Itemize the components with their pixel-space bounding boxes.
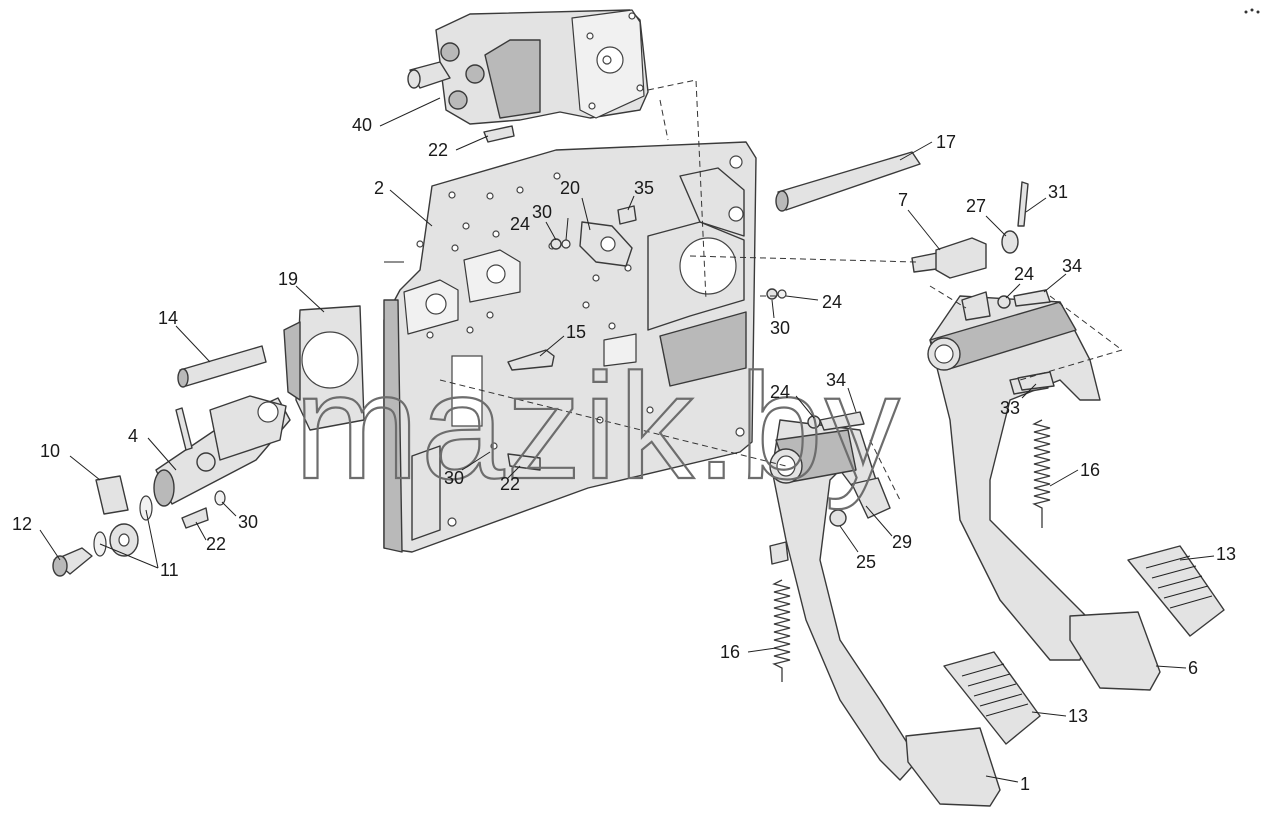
callout-33: 33 bbox=[1000, 398, 1020, 418]
callout-30-cylinder: 30 bbox=[238, 512, 258, 532]
bolt-34-lower bbox=[807, 411, 865, 431]
callout-34-lower: 34 bbox=[826, 370, 846, 390]
flange bbox=[283, 305, 365, 431]
spring-left bbox=[772, 579, 791, 682]
nut-25 bbox=[829, 509, 847, 527]
callout-17: 17 bbox=[936, 132, 956, 152]
callout-4: 4 bbox=[128, 426, 138, 446]
rod-end bbox=[911, 237, 987, 279]
callout-2: 2 bbox=[374, 178, 384, 198]
brake-pedal bbox=[927, 291, 1161, 691]
callout-22-upper: 22 bbox=[428, 140, 448, 160]
clutch-pedal bbox=[769, 419, 1001, 807]
callout-13-right: 13 bbox=[1216, 544, 1236, 564]
callout-10: 10 bbox=[40, 441, 60, 461]
pedal-pad-left bbox=[943, 651, 1041, 745]
bolt-plate bbox=[507, 453, 541, 471]
master-cylinder bbox=[153, 395, 291, 507]
cotter-pin bbox=[1017, 181, 1029, 227]
callout-12: 12 bbox=[12, 514, 32, 534]
callout-13-left: 13 bbox=[1068, 706, 1088, 726]
callout-24-upper: 24 bbox=[510, 214, 530, 234]
callout-11: 11 bbox=[160, 560, 179, 580]
pin-14 bbox=[177, 345, 267, 388]
callout-1: 1 bbox=[1020, 774, 1030, 794]
callout-20: 20 bbox=[560, 178, 580, 198]
pedal-shaft bbox=[775, 151, 921, 212]
callout-40: 40 bbox=[352, 115, 372, 135]
callout-15: 15 bbox=[566, 322, 586, 342]
bolt-cylinder bbox=[181, 507, 209, 529]
corner-mark bbox=[1244, 8, 1260, 14]
banjo-fitting bbox=[95, 475, 139, 557]
callout-22-cylinder: 22 bbox=[206, 534, 226, 554]
callout-19: 19 bbox=[278, 269, 298, 289]
callout-29: 29 bbox=[892, 532, 912, 552]
brake-valve-block bbox=[407, 9, 649, 125]
callout-30-plate: 30 bbox=[444, 468, 464, 488]
watermark: mazik.by bbox=[294, 342, 902, 510]
callout-25: 25 bbox=[856, 552, 876, 572]
nut-washer-mid bbox=[766, 288, 787, 300]
bolt-33 bbox=[1017, 371, 1055, 391]
callout-34-right: 34 bbox=[1062, 256, 1082, 276]
callout-24-lower: 24 bbox=[770, 382, 790, 402]
banjo-bolt bbox=[52, 547, 93, 577]
callout-24-mid: 24 bbox=[822, 292, 842, 312]
callout-7: 7 bbox=[898, 190, 908, 210]
callout-30-upper: 30 bbox=[532, 202, 552, 222]
pedal-pad-right bbox=[1127, 545, 1225, 637]
bolt-35 bbox=[617, 205, 637, 225]
callout-27: 27 bbox=[966, 196, 986, 216]
callout-22-plate: 22 bbox=[500, 474, 520, 494]
assembly-lines bbox=[439, 79, 1124, 501]
callout-14: 14 bbox=[158, 308, 178, 328]
callout-16-left: 16 bbox=[720, 642, 740, 662]
callout-16-right: 16 bbox=[1080, 460, 1100, 480]
leader-lines bbox=[39, 97, 1215, 783]
bracket bbox=[579, 221, 633, 267]
callout-6: 6 bbox=[1188, 658, 1198, 678]
bolt-34-upper bbox=[997, 289, 1051, 309]
callout-24-right: 24 bbox=[1014, 264, 1034, 284]
callout-31: 31 bbox=[1048, 182, 1068, 202]
callout-35: 35 bbox=[634, 178, 654, 198]
callout-30-mid: 30 bbox=[770, 318, 790, 338]
stud bbox=[507, 349, 555, 371]
spring-right bbox=[1032, 419, 1051, 528]
callout-labels: 40 22 17 2 20 35 30 24 7 27 31 24 34 24 … bbox=[12, 115, 1236, 794]
bolt-upper bbox=[483, 125, 515, 143]
washer-cylinder bbox=[214, 490, 226, 506]
mounting-plate bbox=[383, 141, 757, 553]
washer-27 bbox=[1001, 230, 1019, 254]
